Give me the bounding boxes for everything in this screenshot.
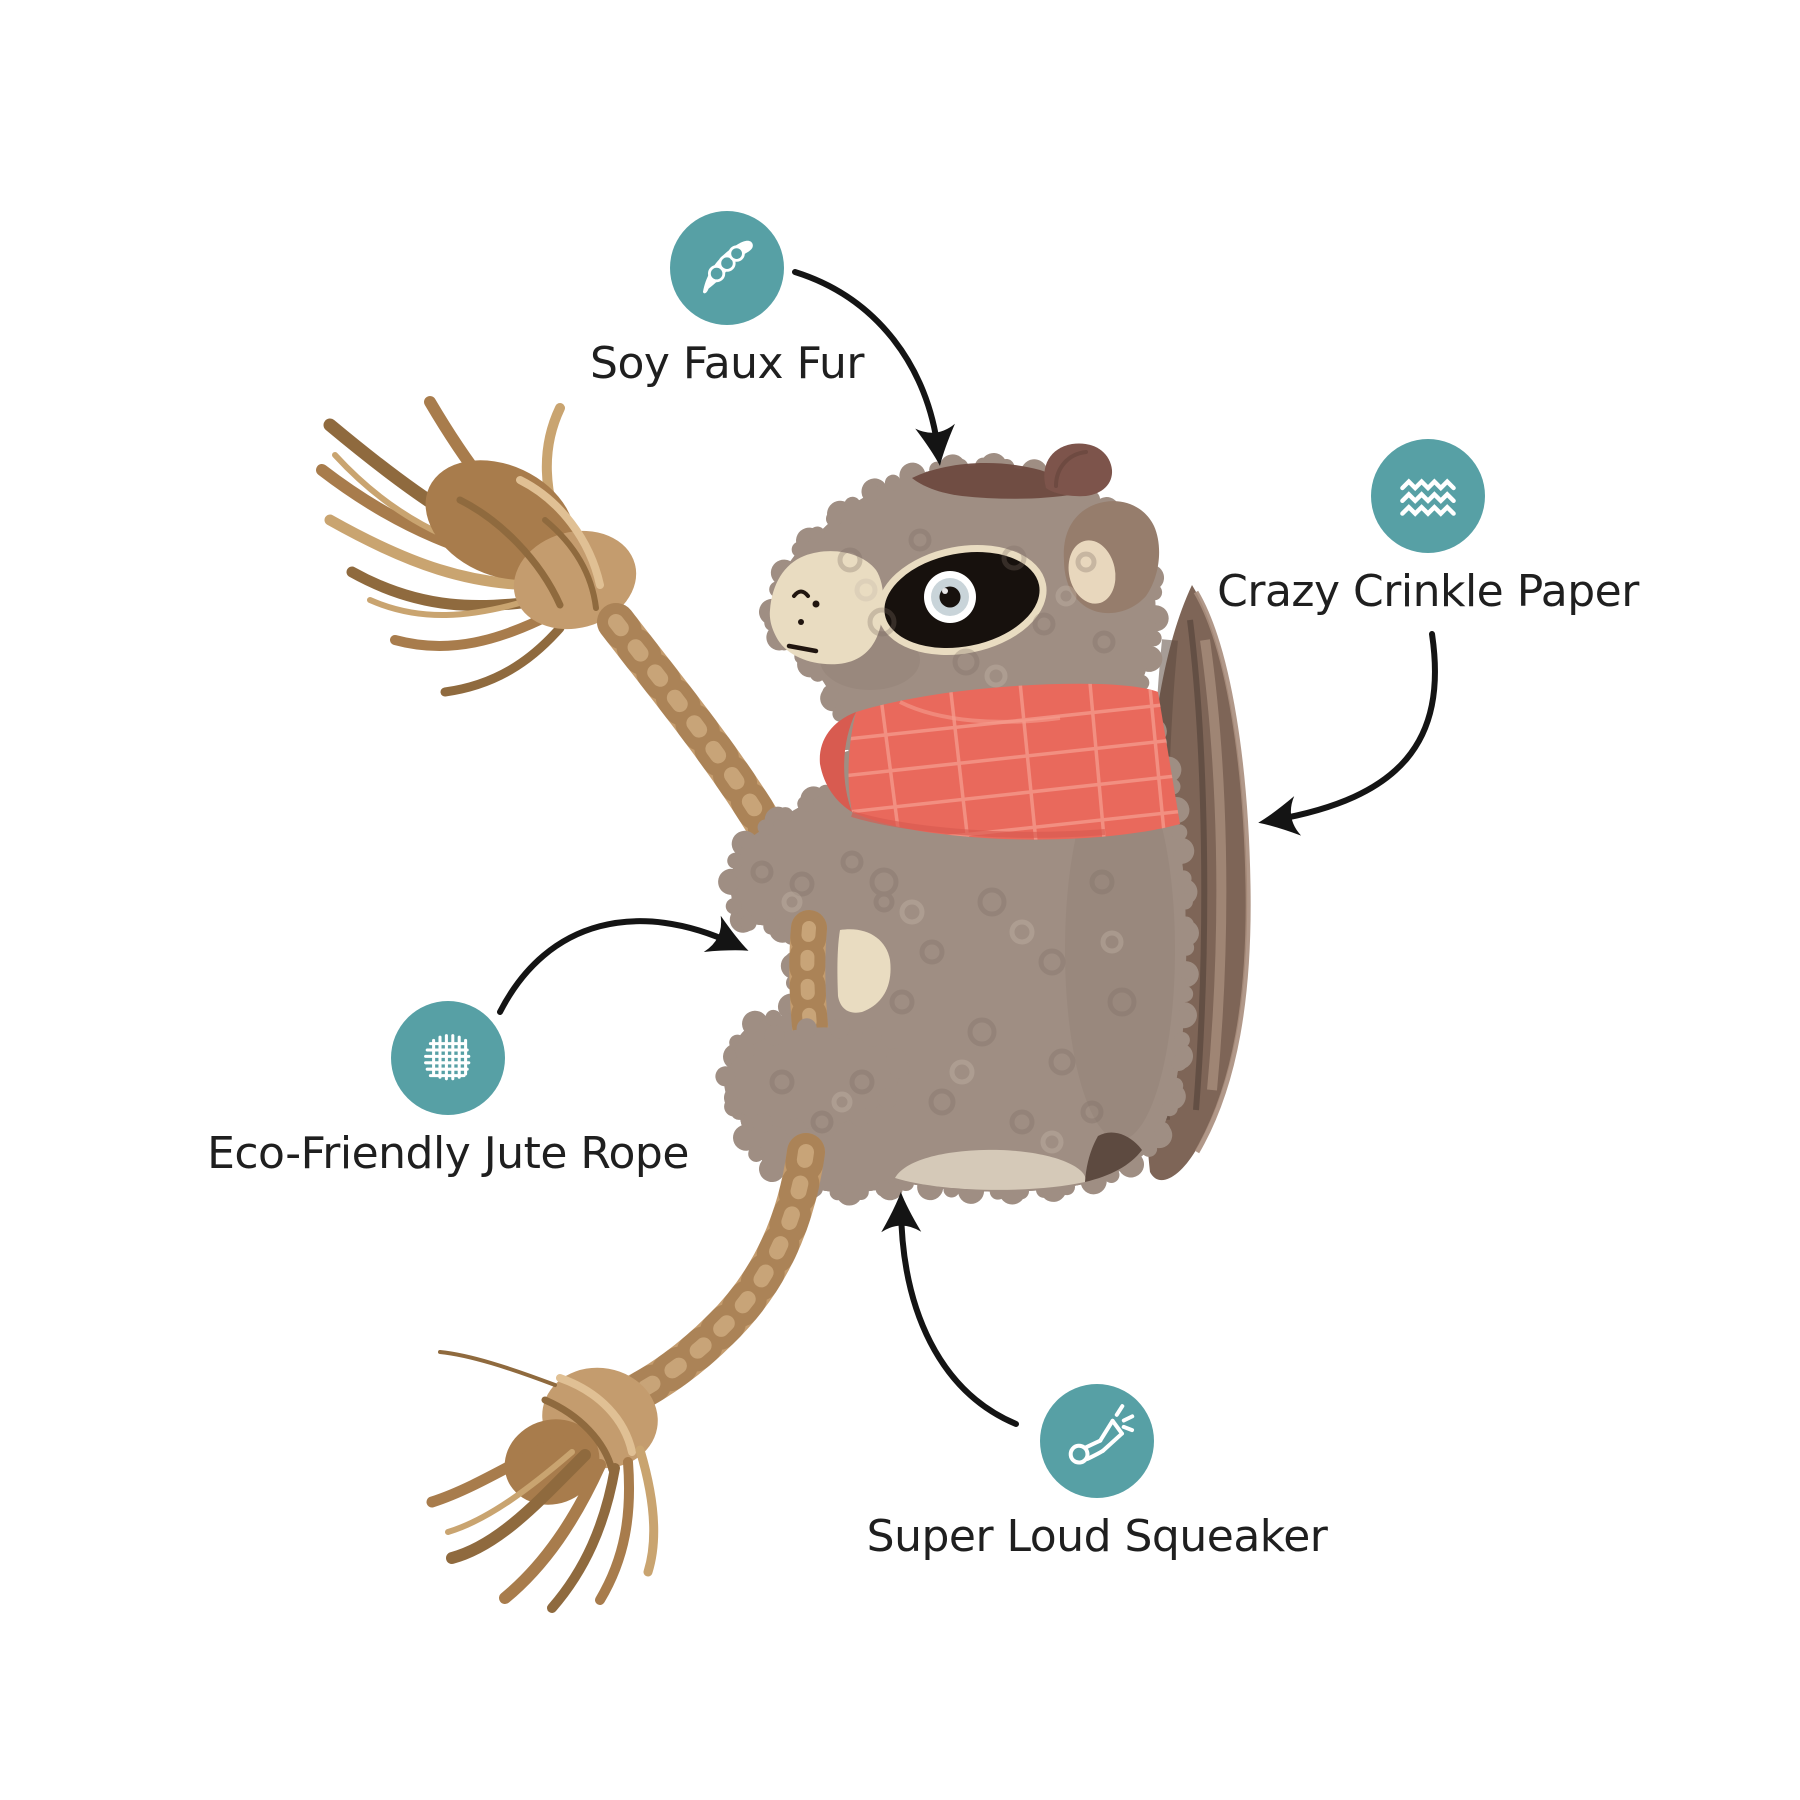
cap <box>912 463 1076 499</box>
rope-bottom-tassel <box>426 1350 659 1613</box>
fleece-curls-light <box>781 578 1124 1154</box>
snout <box>769 551 884 665</box>
underside-dark-trim <box>1085 1132 1142 1182</box>
rope-lower-segment <box>615 1133 825 1413</box>
rope-bottom-knot <box>504 1367 658 1505</box>
arrow-crinkle-paper <box>1258 631 1438 836</box>
leg-paw <box>714 1017 910 1139</box>
cap-flap <box>1044 443 1113 497</box>
bandana <box>819 683 1180 840</box>
ear-inner <box>1068 540 1116 604</box>
arrow-soy-faux-fur <box>792 269 955 466</box>
arrow-jute-rope <box>497 915 749 1015</box>
fleece-curls <box>750 528 1137 1135</box>
underside-cream <box>895 1149 1086 1190</box>
arrow-squeaker <box>881 1192 1019 1427</box>
backing-gap <box>837 929 891 1013</box>
rope-top-knot <box>425 460 637 630</box>
head-details <box>769 443 1160 665</box>
snout-stitches <box>786 589 820 654</box>
